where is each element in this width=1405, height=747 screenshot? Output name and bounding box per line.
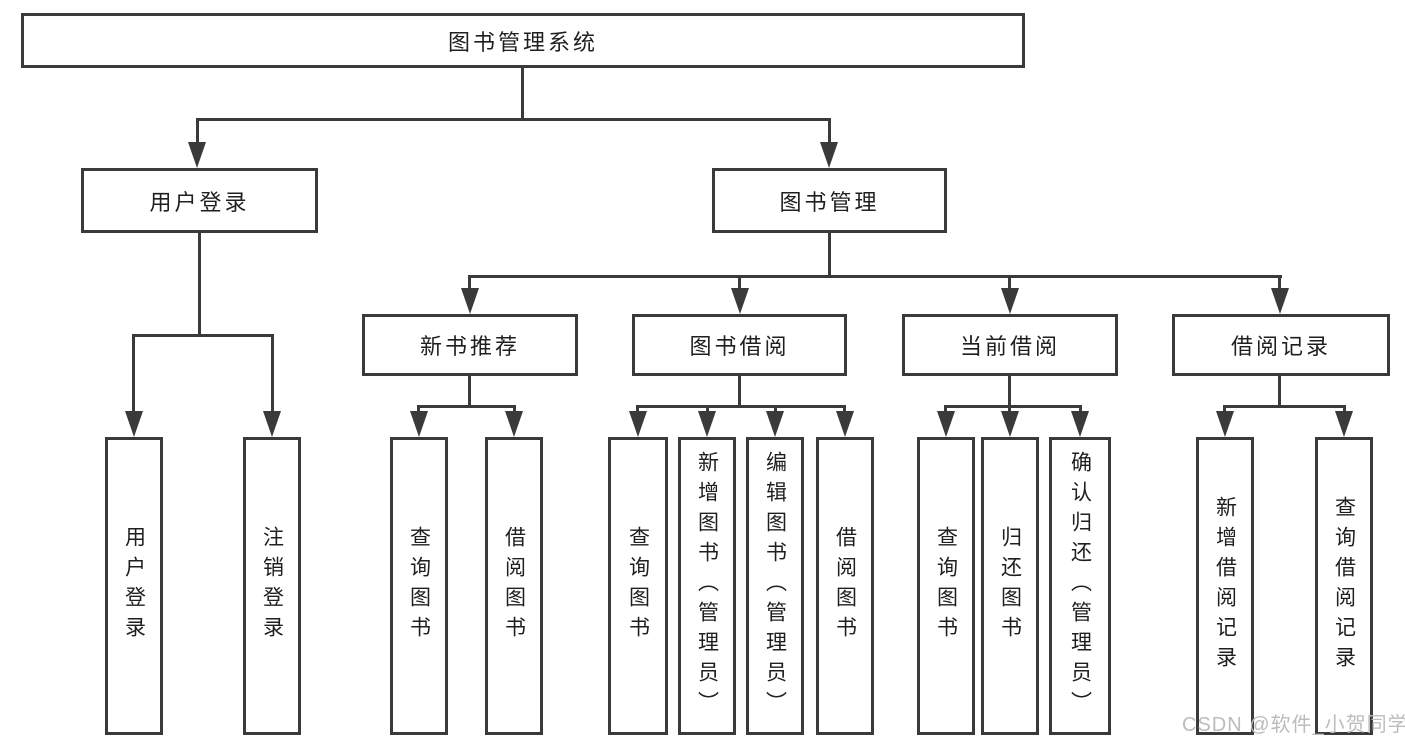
node-user-login: 用户登录 [81, 168, 318, 233]
arrowhead-down-icon [410, 411, 428, 437]
leaf-add-book-admin: 新增图书（管理员） [678, 437, 736, 735]
connector-vline [1223, 405, 1226, 414]
arrowhead-down-icon [1001, 288, 1019, 314]
connector-hline [417, 405, 516, 408]
connector-hline [1223, 405, 1346, 408]
arrowhead-down-icon [820, 142, 838, 168]
leaf-query-borrow-record: 查询借阅记录 [1315, 437, 1373, 735]
node-borrow-records: 借阅记录 [1172, 314, 1390, 376]
arrowhead-down-icon [629, 411, 647, 437]
connector-vline [468, 376, 471, 408]
arrowhead-down-icon [937, 411, 955, 437]
connector-vline [1343, 405, 1346, 414]
connector-vline [271, 334, 274, 413]
arrowhead-down-icon [698, 411, 716, 437]
connector-hline [944, 405, 1082, 408]
arrowhead-down-icon [766, 411, 784, 437]
csdn-watermark: CSDN @软件_小贺同学 [1182, 714, 1405, 736]
arrowhead-down-icon [188, 142, 206, 168]
arrowhead-down-icon [461, 288, 479, 314]
connector-vline [843, 405, 846, 414]
arrowhead-down-icon [731, 288, 749, 314]
arrowhead-down-icon [1071, 411, 1089, 437]
connector-vline [417, 405, 420, 414]
connector-vline [468, 275, 471, 291]
connector-hline [468, 275, 1282, 278]
node-book-management: 图书管理 [712, 168, 947, 233]
arrowhead-down-icon [1271, 288, 1289, 314]
node-root: 图书管理系统 [21, 13, 1025, 68]
connector-vline [513, 405, 516, 414]
arrowhead-down-icon [125, 411, 143, 437]
connector-vline [944, 405, 947, 414]
connector-vline [1278, 376, 1281, 408]
connector-vline [706, 405, 709, 414]
connector-vline [132, 334, 135, 413]
connector-vline [636, 405, 639, 414]
connector-vline [1008, 376, 1011, 408]
connector-vline [1278, 275, 1281, 291]
arrowhead-down-icon [505, 411, 523, 437]
leaf-return-books: 归还图书 [981, 437, 1039, 735]
arrowhead-down-icon [836, 411, 854, 437]
leaf-add-borrow-record: 新增借阅记录 [1196, 437, 1254, 735]
leaf-edit-book-admin: 编辑图书（管理员） [746, 437, 804, 735]
leaf-user-login: 用户登录 [105, 437, 163, 735]
arrowhead-down-icon [1216, 411, 1234, 437]
connector-hline [636, 405, 845, 408]
arrowhead-down-icon [1335, 411, 1353, 437]
leaf-borrow-books-new: 借阅图书 [485, 437, 543, 735]
leaf-borrow-books: 借阅图书 [816, 437, 874, 735]
connector-vline [1008, 275, 1011, 291]
connector-vline [828, 233, 831, 278]
arrowhead-down-icon [1001, 411, 1019, 437]
connector-vline [828, 118, 831, 144]
connector-vline [521, 68, 524, 120]
connector-vline [738, 376, 741, 408]
leaf-query-books-new: 查询图书 [390, 437, 448, 735]
leaf-query-books-current: 查询图书 [917, 437, 975, 735]
arrowhead-down-icon [263, 411, 281, 437]
connector-vline [196, 118, 199, 144]
leaf-query-books-borrow: 查询图书 [608, 437, 668, 735]
connector-vline [774, 405, 777, 414]
node-new-book-recommend: 新书推荐 [362, 314, 578, 376]
node-book-borrow: 图书借阅 [632, 314, 847, 376]
leaf-logout: 注销登录 [243, 437, 301, 735]
connector-hline [132, 334, 274, 337]
node-current-borrow: 当前借阅 [902, 314, 1118, 376]
connector-vline [1008, 405, 1011, 414]
connector-vline [198, 233, 201, 336]
connector-hline [196, 118, 831, 121]
connector-vline [738, 275, 741, 291]
connector-vline [1079, 405, 1082, 414]
leaf-confirm-return-admin: 确认归还（管理员） [1049, 437, 1111, 735]
